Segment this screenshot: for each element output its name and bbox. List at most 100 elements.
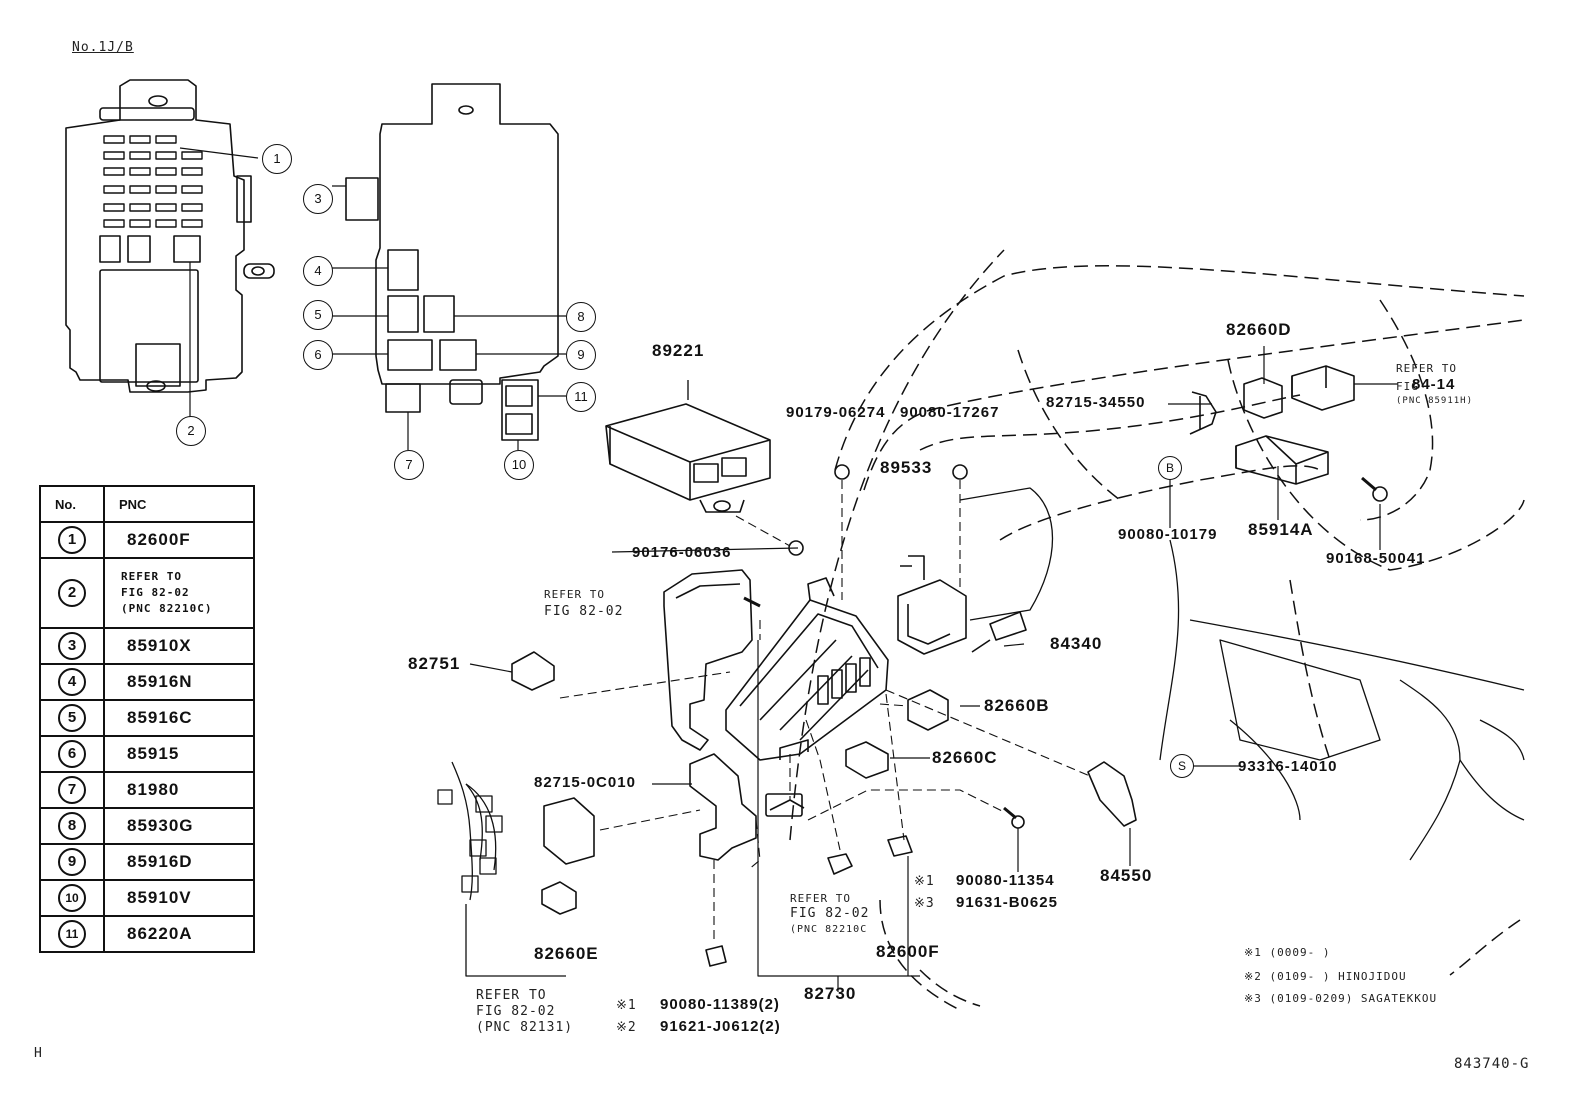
marker-1-a: ※1: [914, 874, 935, 889]
part-82751-connector: [511, 651, 555, 691]
row-no: 3: [58, 632, 86, 660]
table-row: 6 85915: [39, 735, 255, 773]
part-85914A-box: [1235, 435, 1329, 485]
label-90080-11389: 90080-11389(2): [660, 996, 780, 1013]
label-93316-14010: 93316-14010: [1238, 758, 1338, 775]
marker-3: ※3: [914, 896, 935, 911]
col-no-header: No.: [39, 485, 105, 523]
fuse-slot: [129, 203, 151, 212]
label-89221: 89221: [652, 341, 705, 360]
table-row: 10 85910V: [39, 879, 255, 917]
ref-a-line2: FIG 82-02: [544, 604, 624, 619]
ref-c-line2: FIG 82-02: [476, 1004, 556, 1019]
fuse-slot: [129, 151, 151, 160]
jb-fuse-grid: [103, 135, 203, 228]
ref-b-line3: (PNC 82210C: [790, 924, 868, 935]
row-no: 10: [58, 884, 86, 912]
clip-82600F: [887, 835, 913, 857]
pnc-table: No. PNC 1 82600F 2 REFER TO FIG 82-02 (P…: [39, 485, 255, 953]
bracket-left: [663, 569, 753, 751]
legend-line-1: ※1 (0009- ): [1244, 946, 1331, 959]
row-no: 6: [58, 740, 86, 768]
table-row: 8 85930G: [39, 807, 255, 845]
row-pnc: 85930G: [103, 807, 255, 845]
row-pnc: 85916N: [103, 663, 255, 701]
row-pnc: 85916C: [103, 699, 255, 737]
fuse-slot: [155, 167, 177, 176]
fuse-slot: [103, 135, 125, 144]
label-84550: 84550: [1100, 866, 1153, 885]
jb-side-view: [332, 83, 566, 450]
dash-solid-contours: [959, 487, 1525, 861]
ref-b-line1: REFER TO: [790, 892, 851, 905]
callout-5: 5: [303, 300, 333, 330]
row-pnc: 82600F: [103, 521, 255, 559]
marker-2: ※2: [616, 1020, 637, 1035]
col-pnc-header: PNC: [103, 485, 255, 523]
row-no: 11: [58, 920, 86, 948]
callout-11: 11: [566, 382, 596, 412]
fuse-slot: [103, 203, 125, 212]
label-89533: 89533: [880, 458, 933, 477]
table-row: 1 82600F: [39, 521, 255, 559]
ref-c-line3: (PNC 82131): [476, 1020, 574, 1035]
part-89533-sensor: [897, 555, 967, 655]
fuse-slot: [181, 151, 203, 160]
callout-6: 6: [303, 340, 333, 370]
label-90080-10179: 90080-10179: [1118, 526, 1218, 543]
table-row: 5 85916C: [39, 699, 255, 737]
label-90080-11354: 90080-11354: [956, 872, 1055, 889]
fuse-slot: [155, 151, 177, 160]
label-82660B: 82660B: [984, 696, 1050, 715]
ref-c-line1: REFER TO: [476, 988, 547, 1003]
marker-b-circle: B: [1158, 456, 1182, 480]
callout-7: 7: [394, 450, 424, 480]
row-no: 5: [58, 704, 86, 732]
row-pnc: 85916D: [103, 843, 255, 881]
marker-1: ※1: [616, 998, 637, 1013]
fuse-slot: [155, 219, 177, 228]
fuse-slot: [103, 185, 125, 194]
part-relay-82715: [543, 797, 595, 865]
table-row: 4 85916N: [39, 663, 255, 701]
label-82715-0C010: 82715-0C010: [534, 774, 636, 791]
fuse-slot: [103, 219, 125, 228]
bolts: [743, 464, 1388, 829]
label-90179-06274: 90179-06274: [786, 404, 886, 421]
label-82660C: 82660C: [932, 748, 998, 767]
fuse-slot: [129, 135, 151, 144]
label-82730: 82730: [804, 984, 857, 1003]
table-row: 11 86220A: [39, 915, 255, 953]
legend-line-2: ※2 (0109- ) HINOJIDOU: [1244, 970, 1407, 983]
fuse-slot: [129, 167, 151, 176]
fuse-slot: [181, 219, 203, 228]
part-82660B-connector: [907, 689, 949, 731]
dash-outline: [789, 249, 1525, 1011]
label-90176-06036: 90176-06036: [632, 544, 732, 561]
fuse-slot: [129, 185, 151, 194]
callout-10: 10: [504, 450, 534, 480]
callout-1: 1: [262, 144, 292, 174]
label-82660D: 82660D: [1226, 320, 1292, 339]
ref-b-line2: FIG 82-02: [790, 906, 870, 921]
part-89221-module: [605, 380, 771, 513]
label-82600F: 82600F: [876, 942, 940, 961]
callout-8: 8: [566, 302, 596, 332]
fuse-slot: [103, 151, 125, 160]
ref-84-14-line3: (PNC 85911H): [1396, 396, 1474, 406]
row-no: 7: [58, 776, 86, 804]
part-82715-34550-bracket: [1189, 391, 1217, 435]
fuse-slot: [155, 185, 177, 194]
fuse-slot: [129, 219, 151, 228]
part-84550-switch: [1087, 761, 1137, 827]
corner-mark: H: [34, 1046, 43, 1061]
part-82660C-connector: [845, 741, 889, 779]
row-pnc: 86220A: [103, 915, 255, 953]
label-91631-B0625: 91631-B0625: [956, 894, 1058, 911]
fuse-slot: [155, 203, 177, 212]
jb-front-view: [65, 79, 275, 428]
refer-line-1: REFER TO: [121, 570, 182, 583]
row-no: 2: [58, 579, 86, 607]
part-82660D-relay: [1243, 365, 1355, 419]
